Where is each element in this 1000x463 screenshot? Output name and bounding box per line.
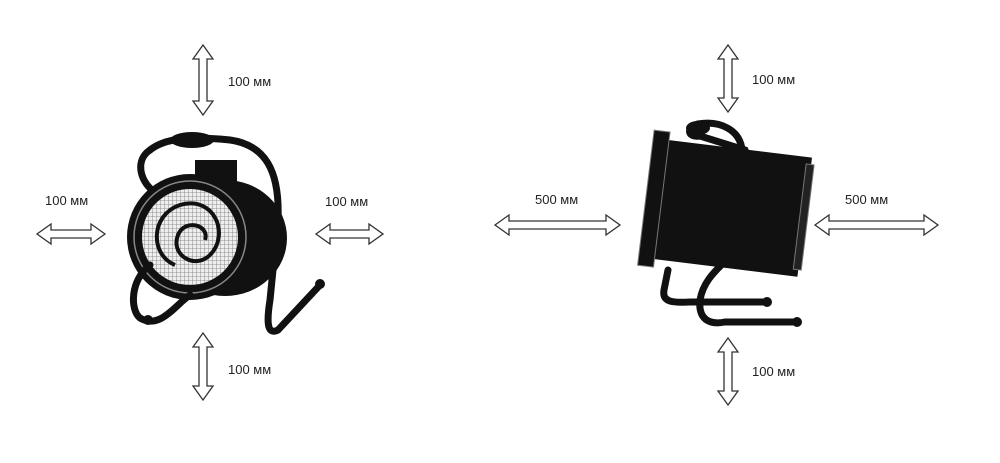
left-heater-bottom-clearance-label: 100 мм [228,362,272,377]
right-heater-right-clearance-label: 500 мм [845,192,889,207]
arrow-left-heater-left [35,222,107,246]
arrow-left-heater-top [191,43,215,117]
right-heater-left-clearance-label: 500 мм [535,192,579,207]
arrow-right-heater-left [493,213,622,237]
right-heater-bottom-clearance-label: 100 мм [752,364,796,379]
arrow-right-heater-bottom [716,336,740,407]
arrow-right-heater-top [716,43,740,114]
arrow-left-heater-bottom [191,331,215,402]
arrow-left-heater-right [314,222,385,246]
cylinder-heater-illustration [637,119,815,327]
right-heater-top-clearance-label: 100 мм [752,72,796,87]
round-heater-illustration [127,132,325,335]
left-heater-top-clearance-label: 100 мм [228,74,272,89]
left-heater-left-clearance-label: 100 мм [45,193,89,208]
left-heater-right-clearance-label: 100 мм [325,194,369,209]
arrow-right-heater-right [813,213,940,237]
